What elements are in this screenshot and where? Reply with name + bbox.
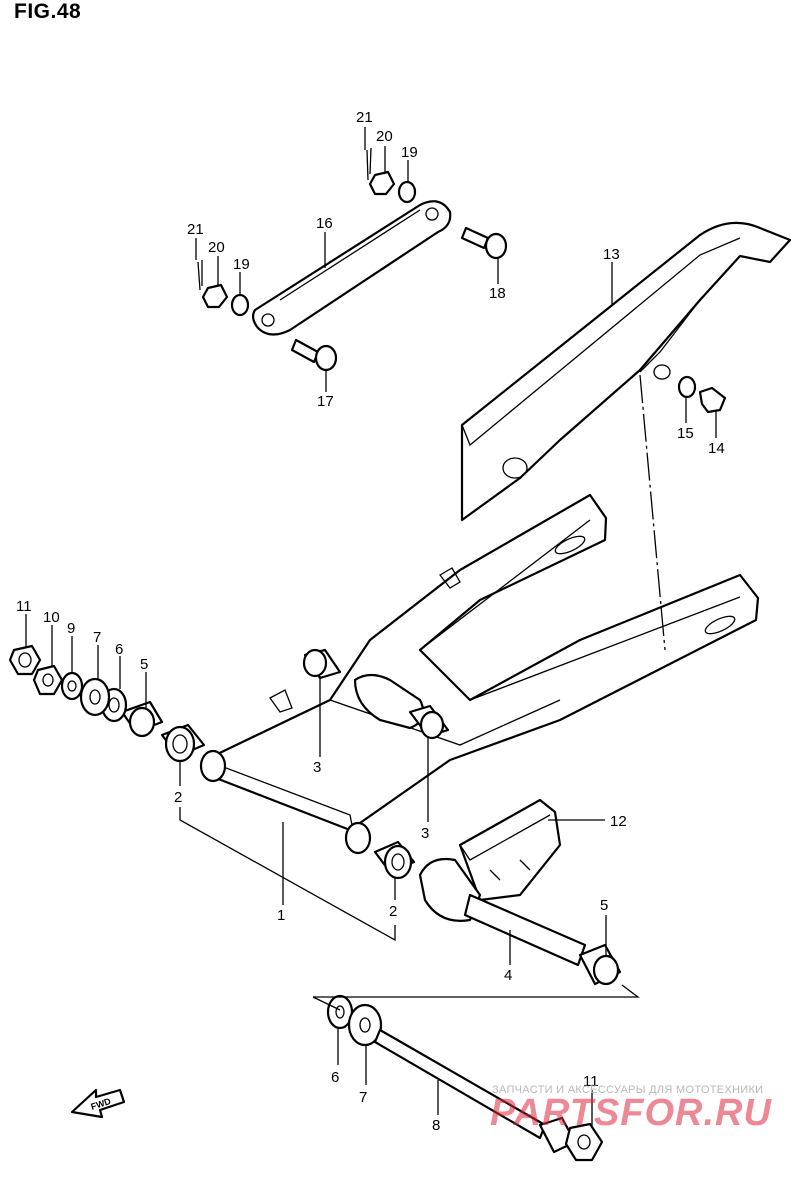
callout-numbers: 21 20 19 21 20 19 16 18 17 13 15 14 11 1… — [16, 109, 725, 1134]
callout-16: 16 — [316, 215, 333, 232]
callout-13: 13 — [603, 246, 620, 263]
callout-7: 7 — [93, 629, 101, 646]
part-12-chain-guide[interactable] — [458, 798, 562, 902]
part-7-washer-right[interactable] — [347, 1003, 383, 1047]
callout-18: 18 — [489, 285, 506, 302]
callout-17: 17 — [317, 393, 334, 410]
part-16-torque-link[interactable] — [251, 200, 452, 336]
callout-3: 3 — [313, 759, 321, 776]
part-7-washer-left[interactable] — [79, 677, 111, 717]
callout-2: 2 — [174, 789, 182, 806]
part-21-cotter-pin-upper[interactable] — [366, 147, 372, 181]
part-20-nut-lower[interactable] — [201, 283, 229, 309]
callout-10: 10 — [43, 609, 60, 626]
part-5-spacer-left[interactable] — [120, 700, 164, 738]
watermark-logo: PARTSFOR.RU — [490, 1092, 772, 1134]
part-1-swingarm[interactable] — [199, 493, 760, 855]
part-18-bolt[interactable] — [460, 226, 508, 260]
part-11-cap-nut-right[interactable] — [564, 1122, 604, 1162]
callout-1: 1 — [277, 907, 285, 924]
leader-lines — [25, 127, 717, 1126]
callout-9: 9 — [67, 620, 75, 637]
part-2-bearing-right[interactable] — [373, 840, 416, 880]
part-19-washer-upper[interactable] — [397, 180, 417, 204]
part-13-chain-case[interactable] — [460, 221, 792, 522]
callout-11: 11 — [16, 598, 32, 615]
part-15-washer[interactable] — [677, 375, 697, 399]
part-3-bushing-upper[interactable] — [302, 648, 342, 680]
callout-6: 6 — [115, 641, 123, 658]
callout-19: 19 — [401, 144, 418, 161]
callout-3: 3 — [421, 825, 429, 842]
callout-2: 2 — [389, 903, 397, 920]
callout-4: 4 — [504, 967, 512, 984]
callout-8: 8 — [432, 1117, 440, 1134]
part-4-sleeve[interactable] — [418, 857, 587, 967]
part-19-washer-lower[interactable] — [230, 293, 250, 317]
part-21-cotter-pin-lower[interactable] — [197, 260, 203, 291]
callout-6: 6 — [331, 1069, 339, 1086]
callout-7: 7 — [359, 1089, 367, 1106]
callout-19: 19 — [233, 256, 250, 273]
part-9-washer[interactable] — [60, 671, 84, 701]
callout-14: 14 — [708, 440, 725, 457]
part-3-bushing-lower[interactable] — [408, 704, 450, 740]
callout-11: 11 — [583, 1073, 599, 1090]
part-17-bolt[interactable] — [290, 338, 338, 372]
part-11-cap-nut-left[interactable] — [8, 644, 42, 676]
part-10-nut[interactable] — [32, 664, 64, 696]
part-2-bearing-left[interactable] — [160, 723, 206, 763]
part-20-nut-upper[interactable] — [368, 170, 396, 196]
callout-15: 15 — [677, 425, 694, 442]
fwd-arrow-icon: FWD — [70, 1088, 126, 1119]
watermark-caption: ЗАПЧАСТИ И АКСЕССУАРЫ ДЛЯ МОТОТЕХНИКИ — [492, 1084, 764, 1096]
callout-21: 21 — [187, 221, 204, 238]
callout-5: 5 — [600, 897, 608, 914]
callout-20: 20 — [208, 239, 225, 256]
figure-title: FIG.48 — [14, 0, 82, 23]
callout-5: 5 — [140, 656, 148, 673]
part-5-spacer-right[interactable] — [578, 943, 622, 986]
callout-20: 20 — [376, 128, 393, 145]
callout-12: 12 — [610, 813, 627, 830]
part-14-bolt[interactable] — [698, 386, 727, 414]
callout-21: 21 — [356, 109, 373, 126]
